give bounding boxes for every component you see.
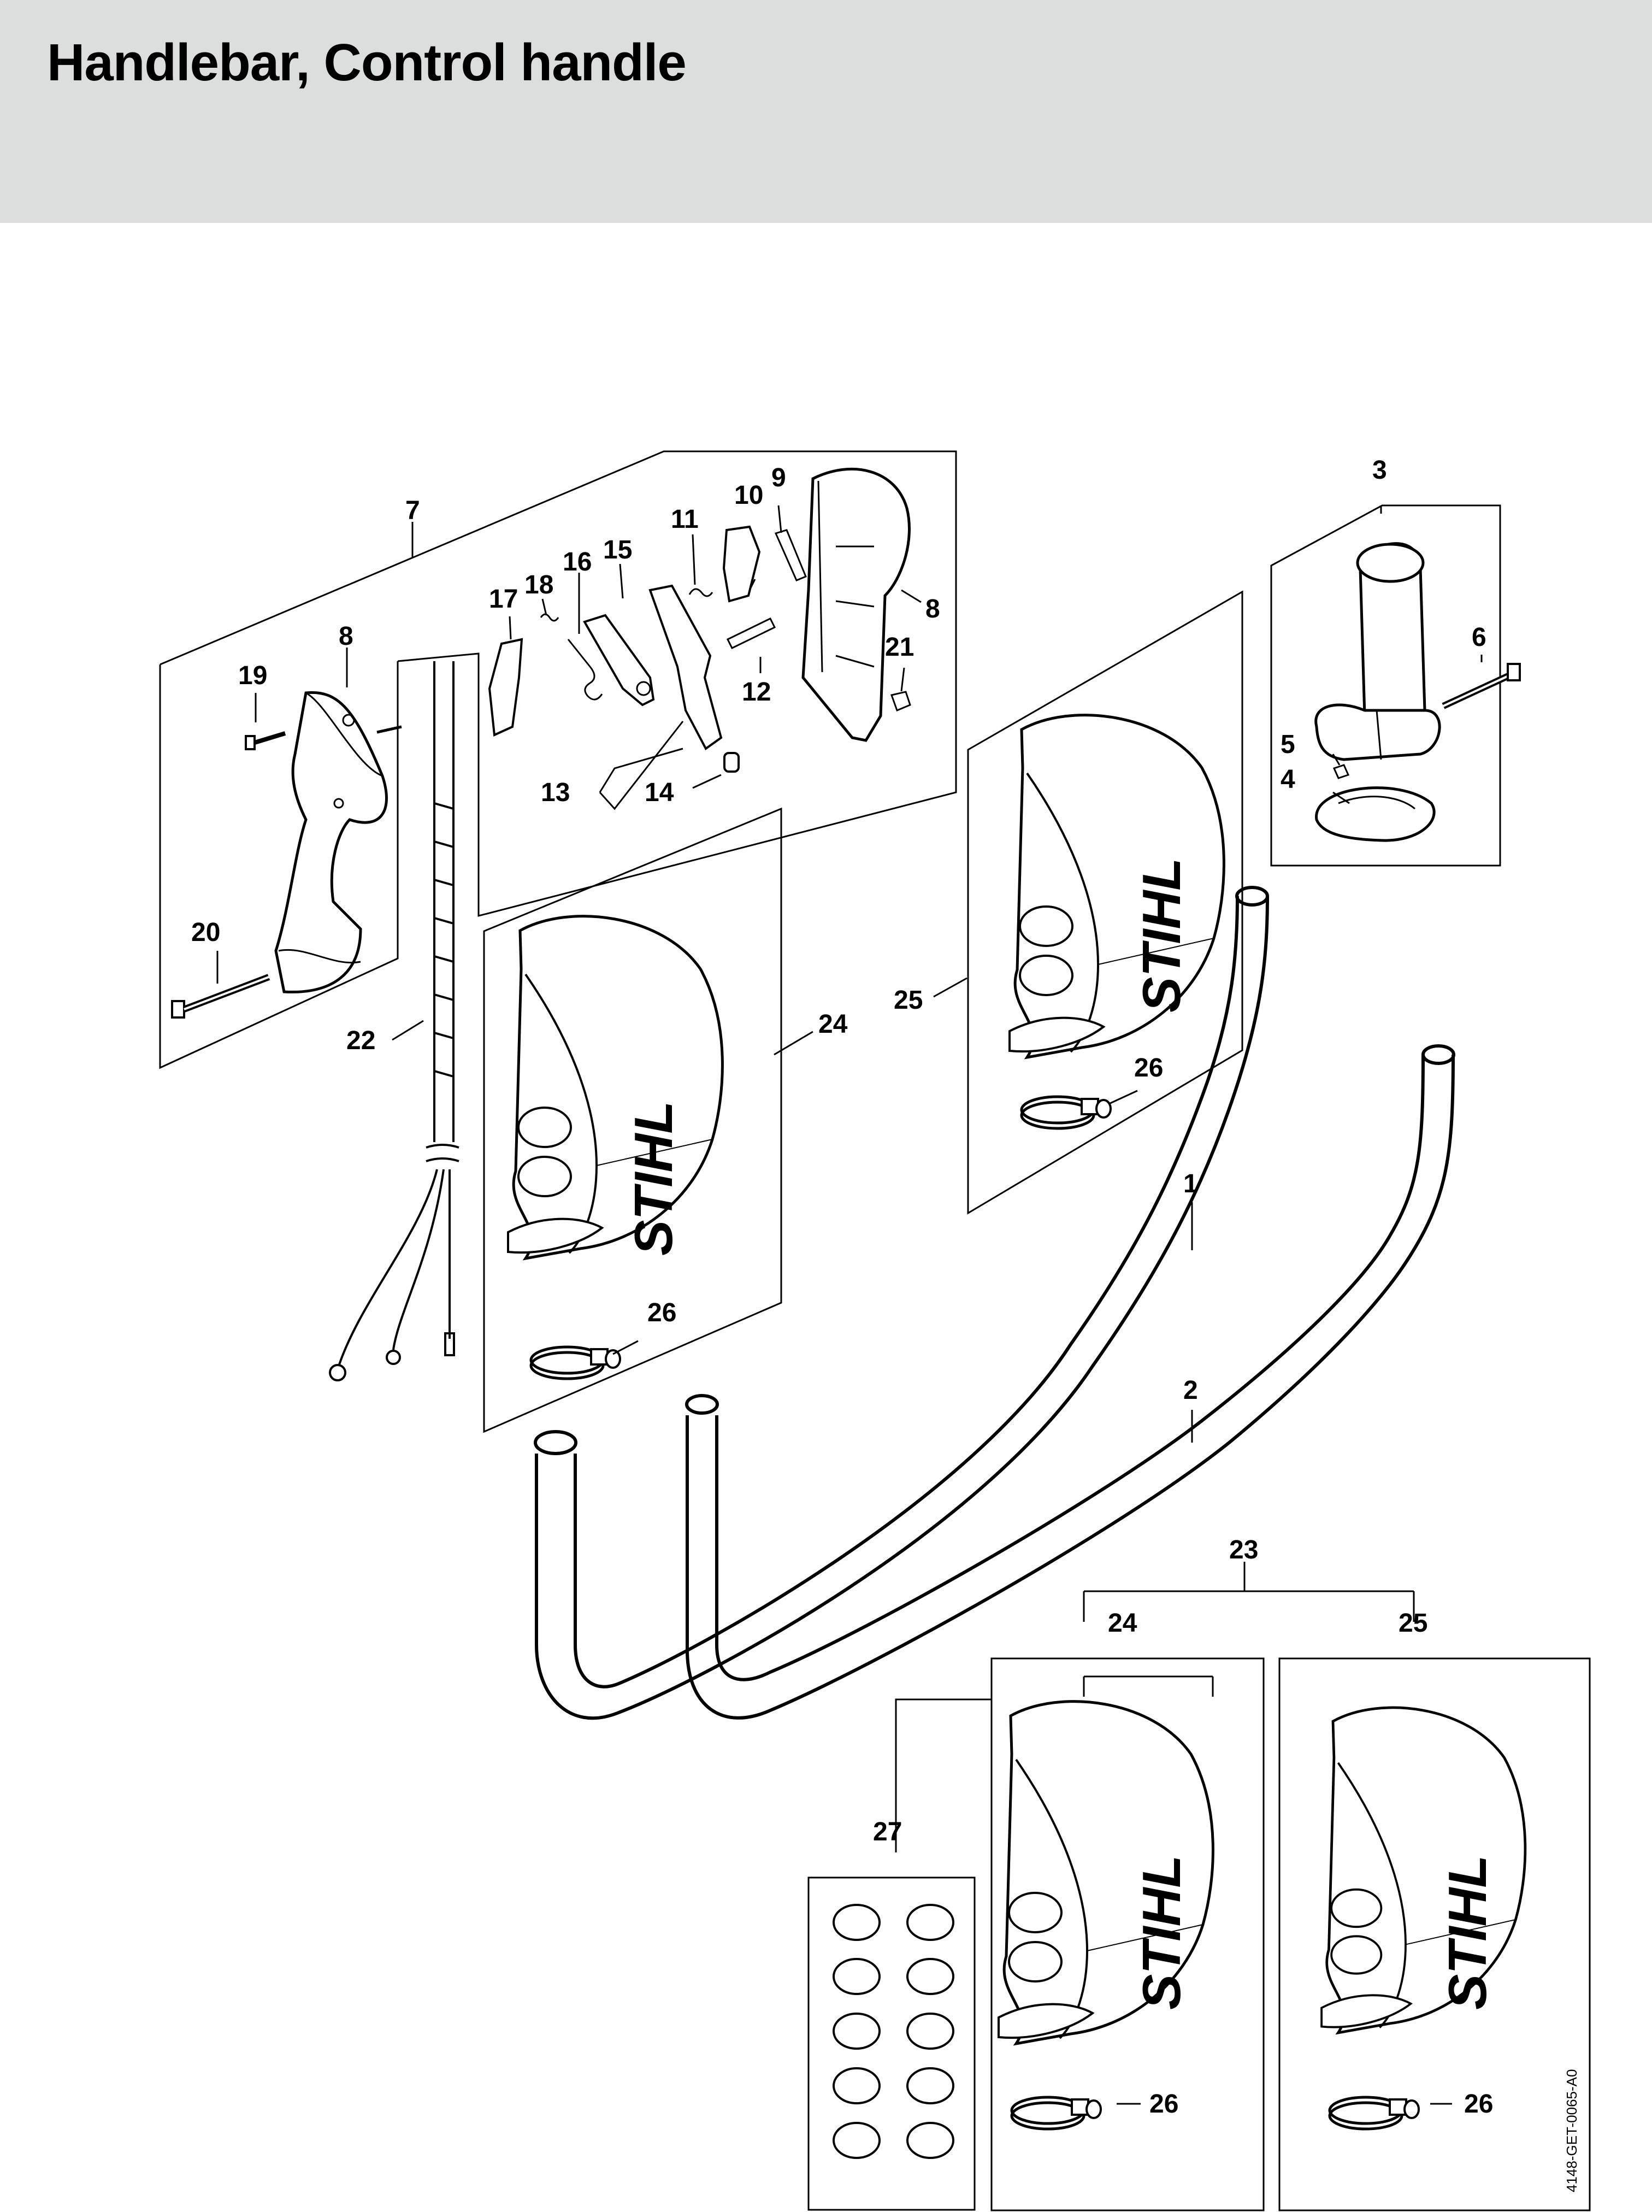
control-handle-kit-box <box>159 450 957 1069</box>
trigger-13 <box>648 584 723 750</box>
slide-10 <box>722 525 761 603</box>
svg-text:STIHL: STIHL <box>1131 858 1191 1013</box>
cable-harness-22 <box>329 661 459 1381</box>
pin-12 <box>726 617 776 649</box>
callout-9: 9 <box>771 463 786 492</box>
housing-8 <box>801 467 911 742</box>
callout-8-right: 8 <box>925 595 940 623</box>
svg-text:STIHL: STIHL <box>1437 1855 1497 2010</box>
callout-26-upper: 26 <box>1134 1054 1163 1083</box>
disc-set-box-27 <box>807 1876 976 2211</box>
callout-1: 1 <box>1183 1169 1198 1198</box>
svg-text:STIHL: STIHL <box>1131 1855 1191 2010</box>
callout-23: 23 <box>1229 1536 1258 1564</box>
callout-17: 17 <box>489 585 518 614</box>
page-title: Handlebar, Control handle <box>47 33 687 92</box>
lever-17 <box>488 638 523 737</box>
hand-guard-box-25-bottom: STIHL <box>1278 1657 1591 2211</box>
kit-23-bracket <box>895 1562 1415 1852</box>
spring-16 <box>567 639 603 701</box>
callout-15: 15 <box>603 536 632 564</box>
callout-12: 12 <box>742 678 771 707</box>
callout-4: 4 <box>1281 765 1295 794</box>
nut-14 <box>723 752 740 773</box>
pin-9 <box>774 529 807 581</box>
header-bar <box>0 0 1652 223</box>
screw-19 <box>245 731 286 750</box>
callout-11: 11 <box>671 505 699 534</box>
callout-10: 10 <box>734 481 763 510</box>
handlebar-tube-1 <box>534 886 1269 1720</box>
hand-guard-box-24-bottom: STIHL <box>990 1657 1265 2211</box>
hand-guard-box-24: STIHL <box>483 807 782 1433</box>
svg-text:STIHL: STIHL <box>623 1101 683 1256</box>
drawing-code: 4148-GET-0065-A0 <box>1564 2069 1580 2192</box>
callout-16: 16 <box>563 548 592 576</box>
callout-5: 5 <box>1281 730 1295 759</box>
callout-labels: 7 9 10 11 15 16 18 17 8 21 12 13 14 19 8… <box>191 456 1493 2119</box>
callout-25-left: 25 <box>894 986 923 1015</box>
callout-2: 2 <box>1183 1376 1198 1405</box>
callout-24-left: 24 <box>818 1010 848 1039</box>
spring-11 <box>688 588 713 597</box>
callout-24-bottom: 24 <box>1108 1609 1137 1638</box>
callout-26-bottom-left: 26 <box>1149 2090 1178 2119</box>
callout-22: 22 <box>346 1026 375 1055</box>
callout-26-left: 26 <box>647 1298 676 1327</box>
callout-18: 18 <box>524 570 553 599</box>
control-handle-grip <box>274 691 402 993</box>
callout-7: 7 <box>405 496 420 525</box>
hand-guard-box-25: STIHL <box>967 590 1243 1215</box>
callout-6: 6 <box>1472 623 1486 652</box>
callout-14: 14 <box>645 778 674 807</box>
callout-20: 20 <box>191 918 220 947</box>
callout-8-left: 8 <box>339 622 353 651</box>
nut-21 <box>890 691 911 711</box>
callout-25-bottom: 25 <box>1399 1609 1427 1638</box>
callout-27: 27 <box>873 1817 902 1846</box>
leader-lines <box>216 505 1483 2105</box>
callout-26-bottom-right: 26 <box>1464 2090 1493 2119</box>
callout-21: 21 <box>885 633 914 662</box>
grip-box-3 <box>1270 504 1521 867</box>
callout-3: 3 <box>1372 456 1387 485</box>
spring-18 <box>540 613 559 622</box>
callout-19: 19 <box>238 661 267 690</box>
screw-20 <box>171 974 270 1019</box>
callout-13: 13 <box>541 778 570 807</box>
lever-15 <box>583 614 655 707</box>
